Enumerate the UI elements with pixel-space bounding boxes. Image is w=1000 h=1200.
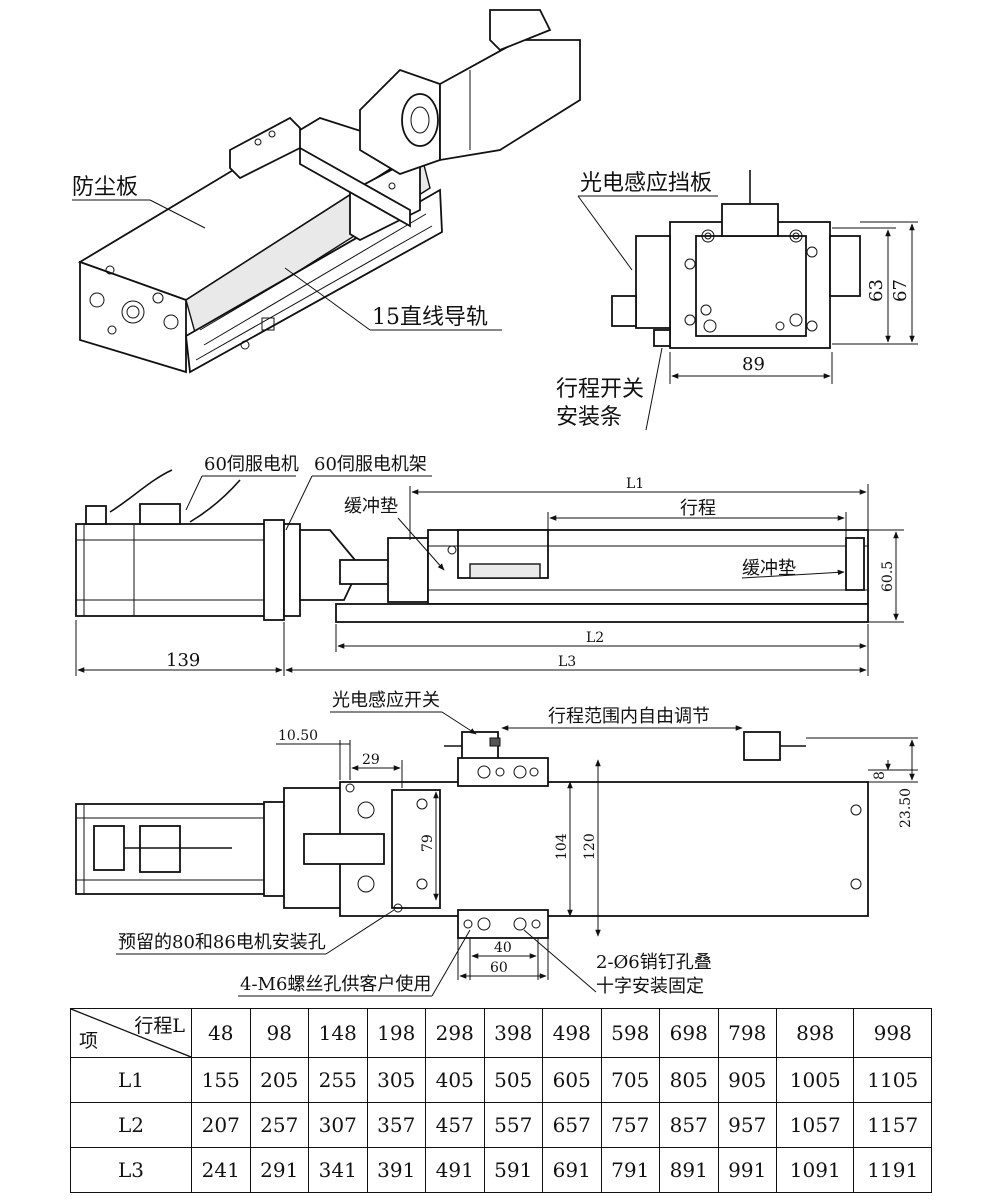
table-row: L2 207 257 307 357 457 557 657 757 857 9… [70, 1102, 932, 1148]
header-item-label: 项 [79, 1030, 99, 1052]
stroke-cell: 98 [249, 1008, 309, 1058]
table-cell: 241 [191, 1147, 251, 1193]
motor-mount-label: 60伺服电机架 [314, 454, 427, 475]
stroke-cell: 798 [717, 1008, 777, 1058]
table-cell: 957 [717, 1102, 777, 1148]
table-cell: 991 [717, 1147, 777, 1193]
dim-67: 67 [890, 279, 911, 302]
dim-60: 60 [490, 960, 508, 976]
dim-79: 79 [420, 834, 436, 852]
table-cell: 1057 [775, 1102, 855, 1148]
table-cell: 357 [366, 1102, 426, 1148]
top-view [75, 731, 869, 939]
dim-L3: L3 [558, 654, 576, 670]
dim-40: 40 [494, 940, 512, 956]
dim-L1: L1 [626, 476, 644, 492]
table-cell: 307 [308, 1102, 368, 1148]
end-view [611, 170, 861, 349]
table-cell: 691 [542, 1147, 602, 1193]
buffer-pad-label-2: 缓冲垫 [742, 558, 796, 579]
table-cell: 1157 [853, 1102, 932, 1148]
servo-motor-label: 60伺服电机 [204, 454, 299, 475]
pin-holes-label-1: 2-Ø6销钉孔叠 [596, 952, 712, 973]
table-header-row: 行程L 项 48 98 148 198 298 398 498 598 698 … [70, 1008, 932, 1058]
table-cell: 291 [249, 1147, 309, 1193]
table-cell: 1105 [853, 1057, 932, 1103]
m6-holes-label: 4-M6螺丝孔供客户使用 [240, 974, 431, 995]
limit-strip-label-2: 安装条 [556, 405, 622, 430]
photo-blocker-label: 光电感应挡板 [580, 171, 712, 196]
dust-cover-label: 防尘板 [72, 175, 138, 200]
buffer-pad-label-1: 缓冲垫 [344, 496, 398, 517]
dim-stroke: 行程 [680, 498, 716, 519]
row-name: L1 [70, 1057, 192, 1103]
table-cell: 255 [308, 1057, 368, 1103]
stroke-cell: 48 [191, 1008, 251, 1058]
stroke-cell: 398 [483, 1008, 543, 1058]
stroke-spec-table: 行程L 项 48 98 148 198 298 398 498 598 698 … [70, 1008, 932, 1193]
technical-drawing: 防尘板 15直线导轨 光电感应挡板 89 63 67 行程开关 安装条 [72, 9, 918, 997]
limit-strip-label-1: 行程开关 [556, 377, 644, 402]
dim-63: 63 [866, 279, 887, 302]
corner-diagonal [71, 1009, 191, 1057]
table-corner-cell: 行程L 项 [70, 1008, 192, 1058]
table-row: L1 155 205 255 305 405 505 605 705 805 9… [70, 1057, 932, 1103]
dim-10-50: 10.50 [278, 728, 318, 744]
stroke-cell: 898 [775, 1008, 855, 1058]
row-name: L2 [70, 1102, 192, 1148]
table-cell: 155 [191, 1057, 251, 1103]
table-cell: 341 [308, 1147, 368, 1193]
table-cell: 457 [425, 1102, 485, 1148]
table-cell: 557 [483, 1102, 543, 1148]
stroke-cell: 598 [600, 1008, 660, 1058]
stroke-cell: 998 [853, 1008, 932, 1058]
table-cell: 1191 [853, 1147, 932, 1193]
stroke-cell: 198 [366, 1008, 426, 1058]
table-cell: 491 [425, 1147, 485, 1193]
dim-139: 139 [166, 650, 200, 671]
dim-29: 29 [362, 752, 380, 768]
row-name: L3 [70, 1147, 192, 1193]
table-cell: 857 [659, 1102, 719, 1148]
dim-120: 120 [582, 833, 598, 860]
table-cell: 805 [659, 1057, 719, 1103]
table-cell: 505 [483, 1057, 543, 1103]
dim-104: 104 [554, 833, 570, 860]
dim-L2: L2 [586, 630, 604, 646]
reserved-holes-label: 预留的80和86电机安装孔 [118, 932, 326, 953]
table-cell: 205 [249, 1057, 309, 1103]
stroke-cell: 498 [542, 1008, 602, 1058]
linear-guide-label: 15直线导轨 [372, 305, 488, 330]
table-cell: 605 [542, 1057, 602, 1103]
free-adjust-label: 行程范围内自由调节 [548, 706, 710, 727]
table-cell: 791 [600, 1147, 660, 1193]
pin-holes-label-2: 十字安装固定 [596, 976, 704, 997]
stroke-cell: 298 [425, 1008, 485, 1058]
table-cell: 757 [600, 1102, 660, 1148]
dim-60-5: 60.5 [880, 561, 896, 592]
table-row: L3 241 291 341 391 491 591 691 791 891 9… [70, 1147, 932, 1193]
table-cell: 405 [425, 1057, 485, 1103]
table-cell: 391 [366, 1147, 426, 1193]
table-cell: 1005 [775, 1057, 855, 1103]
table-cell: 305 [366, 1057, 426, 1103]
dim-8: 8 [872, 771, 888, 780]
isometric-view [77, 9, 581, 374]
table-cell: 207 [191, 1102, 251, 1148]
side-view [75, 469, 869, 623]
table-cell: 705 [600, 1057, 660, 1103]
stroke-cell: 148 [308, 1008, 368, 1058]
header-stroke-label: 行程L [134, 1015, 185, 1037]
table-cell: 591 [483, 1147, 543, 1193]
photo-switch-label: 光电感应开关 [332, 690, 440, 711]
table-cell: 891 [659, 1147, 719, 1193]
stroke-cell: 698 [659, 1008, 719, 1058]
table-cell: 1091 [775, 1147, 855, 1193]
dim-89: 89 [742, 354, 765, 375]
table-cell: 905 [717, 1057, 777, 1103]
table-cell: 257 [249, 1102, 309, 1148]
dim-23-50: 23.50 [898, 788, 914, 828]
table-cell: 657 [542, 1102, 602, 1148]
